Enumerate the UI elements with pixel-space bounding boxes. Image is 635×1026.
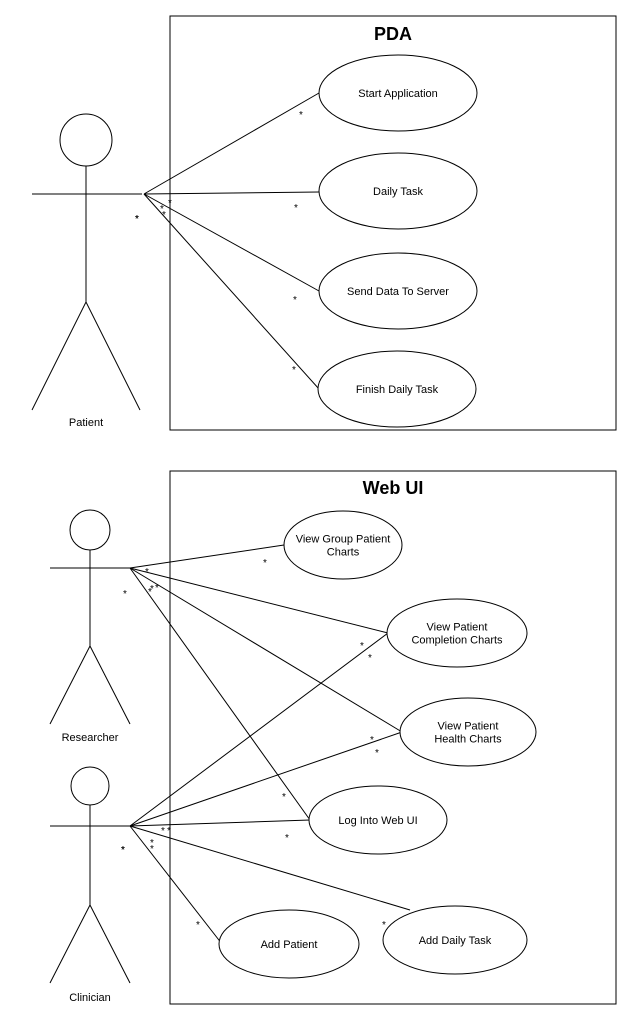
multiplicity-star: * <box>375 748 379 759</box>
multiplicity-star: * <box>196 920 200 931</box>
use-case-ellipse <box>399 697 537 767</box>
use-case-ellipse <box>318 152 478 230</box>
actor-left-leg <box>49 645 91 725</box>
multiplicity-star: * <box>360 641 364 652</box>
use-case-label: Completion Charts <box>411 635 503 647</box>
actor-left-leg <box>49 904 91 984</box>
multiplicity-star: * <box>293 295 297 306</box>
association-researcher-completion <box>129 567 389 634</box>
use-case-label: Finish Daily Task <box>356 384 439 396</box>
use-case-label: View Patient <box>438 721 499 733</box>
multiplicity-star: * <box>150 838 154 849</box>
actor-right-leg <box>85 301 141 411</box>
use-case-daily: Daily Task <box>318 152 478 230</box>
use-case-label: View Group Patient <box>296 534 391 546</box>
association-patient-send <box>143 193 320 292</box>
use-case-ellipse <box>318 54 478 132</box>
associations <box>129 92 411 945</box>
use-case-send: Send Data To Server <box>318 252 478 330</box>
association-clinician-addpatient <box>129 825 223 945</box>
multiplicity-star: * <box>160 204 164 215</box>
use-case-addtask: Add Daily Task <box>382 905 528 975</box>
actor-right-leg <box>89 645 131 725</box>
use-case-login: Log Into Web UI <box>308 785 448 855</box>
actor-head <box>59 113 113 167</box>
multiplicity-star: * <box>145 567 149 578</box>
use-case-label: Add Daily Task <box>419 935 492 947</box>
multiplicity-star: * <box>299 110 303 121</box>
actor-head <box>70 766 110 806</box>
multiplicity-star: * <box>123 589 127 600</box>
multiplicity-star: * <box>155 583 159 594</box>
association-researcher-group <box>129 544 285 569</box>
association-patient-finish <box>143 193 320 390</box>
use-case-label: Start Application <box>358 88 438 100</box>
multiplicity-star: * <box>135 214 139 225</box>
system-title-web-ui: Web UI <box>363 478 424 498</box>
multiplicity-star: * <box>167 826 171 837</box>
use-case-label: Add Patient <box>261 939 318 951</box>
multiplicity-star: * <box>370 735 374 746</box>
use-case-start: Start Application <box>318 54 478 132</box>
multiplicity-star: * <box>382 920 386 931</box>
use-case-label: Daily Task <box>373 186 423 198</box>
multiplicity-star: * <box>168 198 172 209</box>
association-patient-start <box>143 92 320 195</box>
use-case-ellipse <box>308 785 448 855</box>
use-case-label: Health Charts <box>434 734 502 746</box>
association-researcher-login <box>129 567 311 821</box>
multiplicity-star: * <box>121 845 125 856</box>
system-web-ui: Web UI <box>169 470 617 1005</box>
multiplicity-star: * <box>285 833 289 844</box>
use-case-label: Send Data To Server <box>347 286 449 298</box>
multiplicity-star: * <box>294 203 298 214</box>
use-case-ellipse <box>386 598 528 668</box>
use-case-label: Log Into Web UI <box>338 815 417 827</box>
multiplicity-star: * <box>162 210 166 221</box>
multiplicity-star: * <box>150 584 154 595</box>
multiplicities: ***************************** <box>121 110 386 931</box>
actor-left-leg <box>31 301 87 411</box>
system-title-pda: PDA <box>374 24 412 44</box>
use-case-ellipse <box>382 905 528 975</box>
multiplicity-star: * <box>368 653 372 664</box>
use-case-ellipse <box>317 350 477 428</box>
association-clinician-login <box>129 819 311 827</box>
actor-researcher: Researcher <box>49 509 131 744</box>
multiplicity-star: * <box>121 845 125 856</box>
use-case-ellipse <box>318 252 478 330</box>
multiplicity-star: * <box>148 587 152 598</box>
multiplicity-star: * <box>292 365 296 376</box>
actor-name-researcher: Researcher <box>62 732 119 744</box>
association-researcher-health <box>129 567 403 733</box>
association-patient-daily <box>143 191 320 195</box>
actor-patient: Patient <box>31 113 142 429</box>
multiplicity-star: * <box>150 844 154 855</box>
association-clinician-addtask <box>129 825 411 911</box>
actor-clinician: Clinician <box>49 766 131 1004</box>
multiplicity-star: * <box>135 214 139 225</box>
association-clinician-completion <box>129 632 389 827</box>
actor-name-patient: Patient <box>69 417 103 429</box>
use-case-ellipse <box>218 909 360 979</box>
actor-right-leg <box>89 904 131 984</box>
use-case-label: View Patient <box>427 622 488 634</box>
multiplicity-star: * <box>282 792 286 803</box>
multiplicity-star: * <box>161 826 165 837</box>
multiplicity-star: * <box>263 558 267 569</box>
association-clinician-health <box>129 731 403 827</box>
actor-name-clinician: Clinician <box>69 992 111 1004</box>
use-case-ellipse <box>283 510 403 580</box>
use-case-addpatient: Add Patient <box>218 909 360 979</box>
use-case-finish: Finish Daily Task <box>317 350 477 428</box>
use-case-label: Charts <box>327 547 360 559</box>
actor-head <box>69 509 111 551</box>
